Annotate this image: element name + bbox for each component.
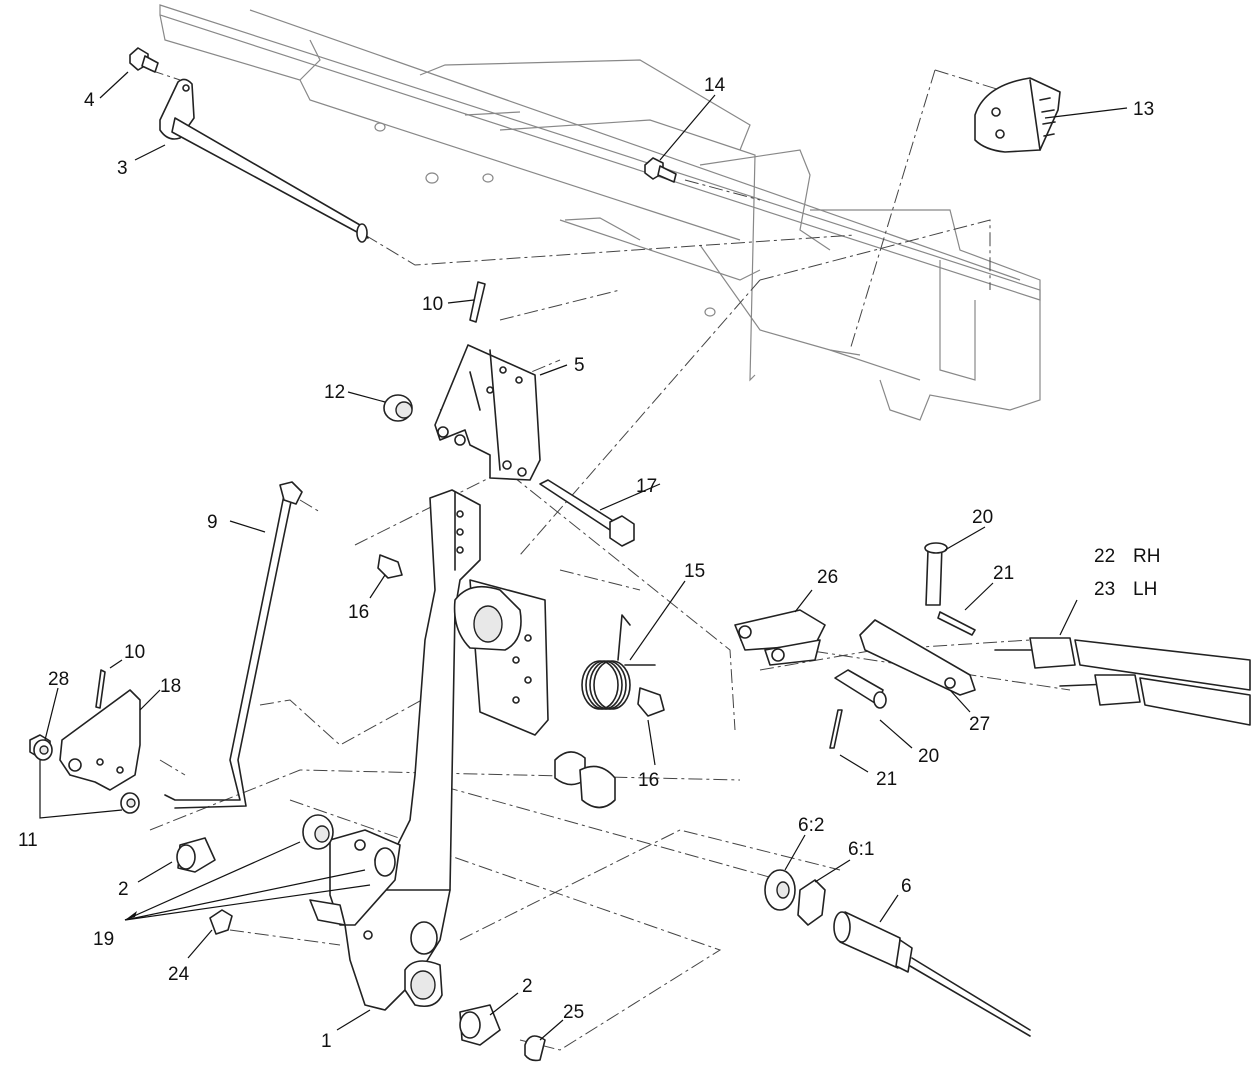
callout-1: 1 <box>321 1031 332 1052</box>
part-2-bushing-right <box>459 1004 501 1046</box>
part-25-clip <box>524 1035 546 1062</box>
part-10-cotter-pin-upper <box>469 281 486 323</box>
callout-28: 28 <box>48 669 69 690</box>
callout-14: 14 <box>704 75 726 96</box>
callout-20-upper: 20 <box>972 507 993 528</box>
callout-10-lower: 10 <box>124 642 145 663</box>
part-15-spring <box>581 614 656 710</box>
callout-9: 9 <box>207 512 218 533</box>
part-17-bolt <box>539 479 635 547</box>
callout-19: 19 <box>93 929 114 950</box>
assembly-lines <box>149 69 1071 1051</box>
part-9-rod <box>164 481 303 809</box>
part-2-bushing-left <box>176 837 216 873</box>
callout-6-1: 6:1 <box>848 839 874 860</box>
frame-ghost <box>159 4 1041 421</box>
callout-21-lower: 21 <box>876 769 897 790</box>
callout-5: 5 <box>574 355 585 376</box>
callout-2-left: 2 <box>118 879 129 900</box>
callout-10-upper: 10 <box>422 294 443 315</box>
part-21-cotter-pin-lower <box>829 709 843 749</box>
part-5-bracket <box>434 344 541 481</box>
part-11-washer-upper <box>33 739 53 761</box>
part-26-clevis <box>734 609 826 666</box>
leader-lines <box>39 71 1128 1041</box>
callout-27: 27 <box>969 714 990 735</box>
part-20-pin-upper <box>924 542 948 606</box>
part-6-cable-end <box>833 911 1031 1037</box>
callout-labels: 1 2 2 3 4 5 6 6:1 6:2 9 10 10 11 12 13 1… <box>18 75 1160 1052</box>
callout-24: 24 <box>168 964 190 985</box>
callout-23-lh: LH <box>1133 579 1157 600</box>
callout-16-left: 16 <box>348 602 369 623</box>
part-24-grease-fitting <box>209 909 233 935</box>
callout-4: 4 <box>84 90 95 111</box>
callout-12: 12 <box>324 382 345 403</box>
part-16-bushing-left <box>377 554 403 579</box>
callout-18: 18 <box>160 676 181 697</box>
part-13-pedal-pad <box>974 77 1061 153</box>
callout-15: 15 <box>684 561 705 582</box>
part-6-1-nut <box>797 879 826 926</box>
callout-11: 11 <box>18 830 38 851</box>
callout-16-right: 16 <box>638 770 659 791</box>
part-11-washer-lower <box>120 792 140 814</box>
part-21-cotter-pin-upper <box>937 611 976 636</box>
callout-3: 3 <box>117 158 128 179</box>
callout-22: 22 <box>1094 546 1115 567</box>
part-18-plate <box>59 689 141 791</box>
callout-6-2: 6:2 <box>798 815 824 836</box>
callout-17: 17 <box>636 476 657 497</box>
part-27-clevis <box>859 619 976 696</box>
callout-20-lower: 20 <box>918 746 939 767</box>
callout-26: 26 <box>817 567 838 588</box>
callout-25: 25 <box>563 1002 584 1023</box>
part-22-23-cables <box>994 637 1251 726</box>
part-3-pivot-shaft <box>159 78 369 243</box>
part-4-bolt <box>129 47 159 73</box>
part-1-pedal-lever <box>344 489 549 1011</box>
callout-13: 13 <box>1133 99 1154 120</box>
callout-2-right: 2 <box>522 976 533 997</box>
callout-21-upper: 21 <box>993 563 1014 584</box>
part-12-bushing <box>383 394 413 422</box>
part-14-bolt <box>644 157 677 183</box>
callout-6: 6 <box>901 876 912 897</box>
part-10-cotter-pin-lower <box>95 669 106 709</box>
part-6-2-lock-washer <box>764 869 796 911</box>
part-16-bushing-right <box>637 687 665 717</box>
callout-23: 23 <box>1094 579 1115 600</box>
mid-nut-lockwasher <box>554 751 616 809</box>
part-19-washers <box>302 814 396 877</box>
part-20-pin-lower <box>834 669 887 709</box>
callout-22-rh: RH <box>1133 546 1160 567</box>
